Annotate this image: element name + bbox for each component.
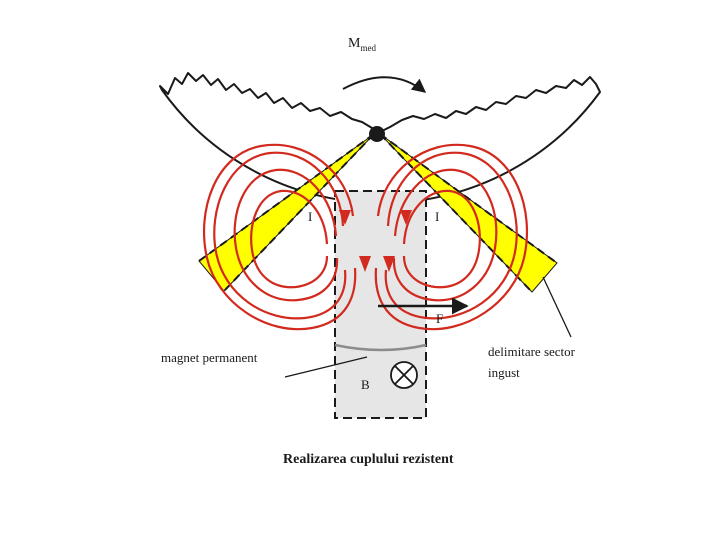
current-label-left: I xyxy=(308,209,312,224)
torque-arrow xyxy=(342,76,427,93)
pivot-axis xyxy=(369,126,385,142)
magnet-label: magnet permanent xyxy=(161,350,258,365)
sector-label-line2: ingust xyxy=(488,365,520,380)
field-into-page-icon xyxy=(390,361,418,389)
sector-leader-line xyxy=(542,276,572,338)
magnet-leader-line xyxy=(284,356,368,378)
torque-label: Mmed xyxy=(348,36,376,53)
current-arrow-left-lower xyxy=(359,256,371,272)
sector-label-line1: delimitare sector xyxy=(488,344,576,359)
current-arrow-right-upper xyxy=(400,210,412,225)
current-arrow-left-upper xyxy=(339,210,351,225)
eddy-currents-left xyxy=(203,143,357,331)
sector-boundary-left-b xyxy=(223,133,375,292)
diagram-caption: Realizarea cuplului rezistent xyxy=(283,452,454,467)
current-direction-arrows xyxy=(339,210,412,272)
sector-boundary-right-a xyxy=(379,133,533,293)
sector-boundary-left-a xyxy=(198,133,375,262)
induction-label: B xyxy=(361,377,370,392)
eddy-currents-right xyxy=(374,143,528,331)
force-label: F xyxy=(436,311,443,326)
current-label-right: I xyxy=(435,209,439,224)
current-arrow-right-lower xyxy=(383,256,395,272)
magnet-pole-arc xyxy=(334,343,427,352)
